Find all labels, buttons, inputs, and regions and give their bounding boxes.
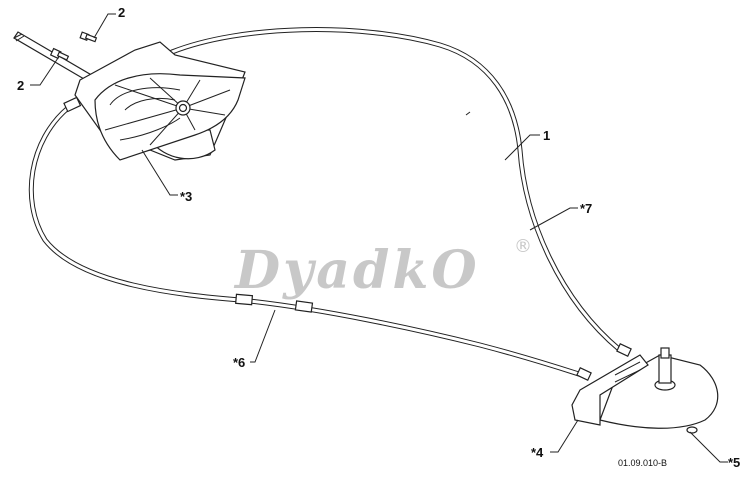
callout-bolt-left: 2 [17, 78, 24, 93]
callout-chute-plate: *5 [728, 455, 740, 470]
callout-bracket: *4 [531, 445, 544, 460]
upper-cable [169, 27, 623, 353]
callout-cable-upper: 1 [543, 128, 550, 143]
watermark-registered-mark: ® [514, 236, 532, 257]
leader-lines [30, 13, 728, 463]
callout-bolt-top: 2 [118, 5, 125, 20]
callout-gearbox: *3 [180, 189, 192, 204]
callout-cable-lower: *6 [233, 355, 245, 370]
figure-code: 01.09.010-B [618, 458, 667, 468]
bolt-left [49, 47, 70, 61]
gearbox-assembly [63, 41, 246, 161]
chute-bracket-assembly [571, 343, 719, 434]
bolt-top [79, 31, 98, 43]
watermark: DyadkO ® [233, 236, 532, 301]
watermark-text: DyadkO [233, 240, 480, 301]
lower-cable [28, 105, 588, 379]
callout-cable-upper-alt: *7 [580, 201, 592, 216]
